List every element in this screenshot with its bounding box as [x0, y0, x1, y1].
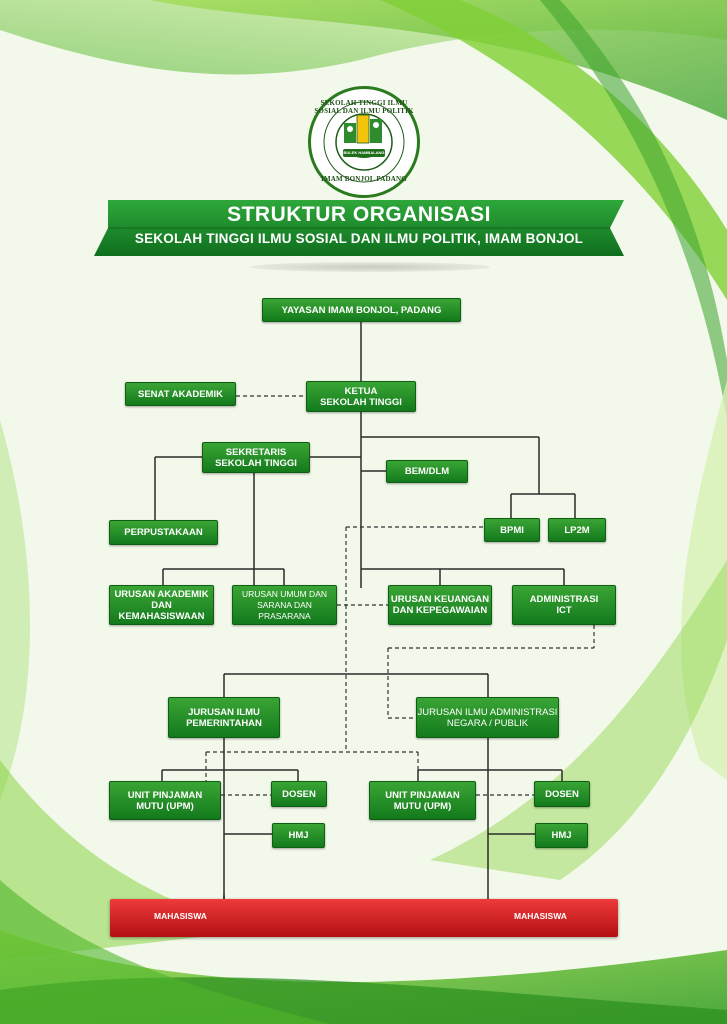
title-banner: STRUKTUR ORGANISASI SEKOLAH TINGGI ILMU …: [94, 200, 624, 256]
node-yayasan: YAYASAN IMAM BONJOL, PADANG: [262, 298, 461, 322]
banner-shadow: [250, 262, 490, 272]
node-bpmi: BPMI: [484, 518, 540, 542]
node-urusan-umum: URUSAN UMUM DAN SARANA DAN PRASARANA: [232, 585, 337, 625]
node-urusan-keuangan: URUSAN KEUANGAN DAN KEPEGAWAIAN: [388, 585, 492, 625]
logo-bottom-text: IMAM BONJOL PADANG: [321, 175, 407, 183]
node-sekretaris: SEKRETARIS SEKOLAH TINGGI: [202, 442, 310, 473]
page-subtitle: SEKOLAH TINGGI ILMU SOSIAL DAN ILMU POLI…: [134, 231, 584, 246]
logo-ribbon: BULEK HAMBALANG: [343, 149, 385, 157]
node-dosen-right: DOSEN: [534, 781, 590, 807]
node-upm-right: UNIT PINJAMAN MUTU (UPM): [369, 781, 476, 820]
node-bem-dlm: BEM/DLM: [386, 460, 468, 483]
node-upm-left: UNIT PINJAMAN MUTU (UPM): [109, 781, 221, 820]
logo-top-text: SEKOLAH TINGGI ILMU SOSIAL DAN ILMU POLI…: [314, 99, 414, 115]
node-urusan-akademik: URUSAN AKADEMIK DAN KEMAHASISWAAN: [109, 585, 214, 625]
mahasiswa-label-right: MAHASISWA: [514, 911, 567, 921]
node-perpustakaan: PERPUSTAKAAN: [109, 520, 218, 545]
mahasiswa-label-left: MAHASISWA: [154, 911, 207, 921]
node-hmj-right: HMJ: [535, 823, 588, 848]
node-jurusan-administrasi: JURUSAN ILMU ADMINISTRASI NEGARA / PUBLI…: [416, 697, 559, 738]
college-logo: SEKOLAH TINGGI ILMU SOSIAL DAN ILMU POLI…: [308, 86, 420, 198]
node-lp2m: LP2M: [548, 518, 606, 542]
banner-shape: [94, 200, 624, 256]
page-title: STRUKTUR ORGANISASI: [227, 203, 491, 226]
node-jurusan-pemerintahan: JURUSAN ILMU PEMERINTAHAN: [168, 697, 280, 738]
node-administrasi-ict: ADMINISTRASI ICT: [512, 585, 616, 625]
node-ketua: KETUA SEKOLAH TINGGI: [306, 381, 416, 412]
node-senat-akademik: SENAT AKADEMIK: [125, 382, 236, 406]
node-hmj-left: HMJ: [272, 823, 325, 848]
node-dosen-left: DOSEN: [271, 781, 327, 807]
mahasiswa-bar: MAHASISWA MAHASISWA: [110, 899, 618, 937]
